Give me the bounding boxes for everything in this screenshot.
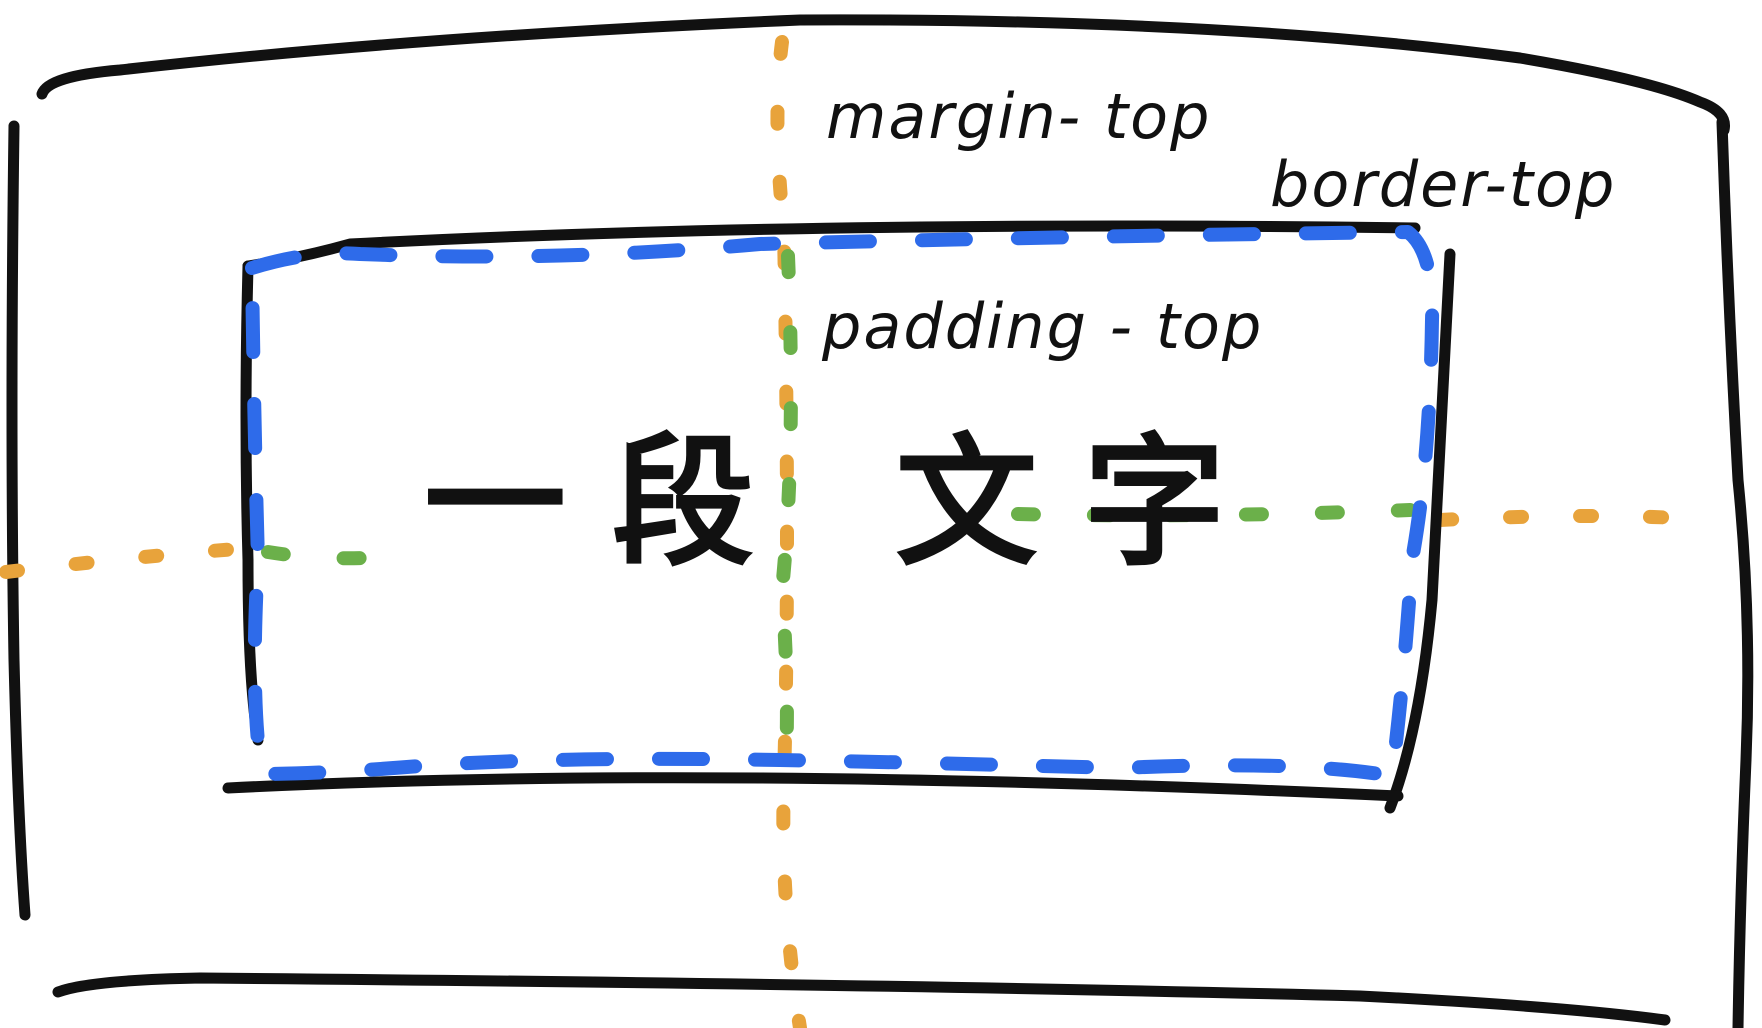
- border-box-bottom-edge: [222, 772, 1404, 802]
- border-box-top-edge: [242, 220, 1421, 272]
- margin-top-label: margin- top: [826, 80, 1211, 153]
- outer-container-box: [6, 14, 1754, 1028]
- padding-box: [245, 225, 1440, 783]
- content-text: 一段 文字: [424, 421, 1271, 586]
- outer-box-bottom-edge: [52, 972, 1671, 1026]
- margin-vertical-guide: [770, 35, 807, 1028]
- outer-box-right-edge: [1716, 116, 1754, 1028]
- margin-horizontal-guide: [0, 541, 257, 579]
- padding-horizontal-guide: [261, 545, 407, 566]
- outer-box-left-edge: [6, 120, 31, 921]
- outer-box-top-edge: [36, 14, 1730, 136]
- padding-box-outline: [245, 225, 1440, 783]
- margin-horizontal-guide-right: [1433, 509, 1719, 527]
- padding-guides: [261, 249, 1417, 787]
- padding-top-label: padding - top: [821, 290, 1263, 363]
- border-box-right-edge: [1384, 248, 1456, 814]
- padding-vertical-guide: [774, 249, 798, 787]
- margin-guides: [0, 35, 1719, 1028]
- border-top-label: border-top: [1270, 148, 1616, 221]
